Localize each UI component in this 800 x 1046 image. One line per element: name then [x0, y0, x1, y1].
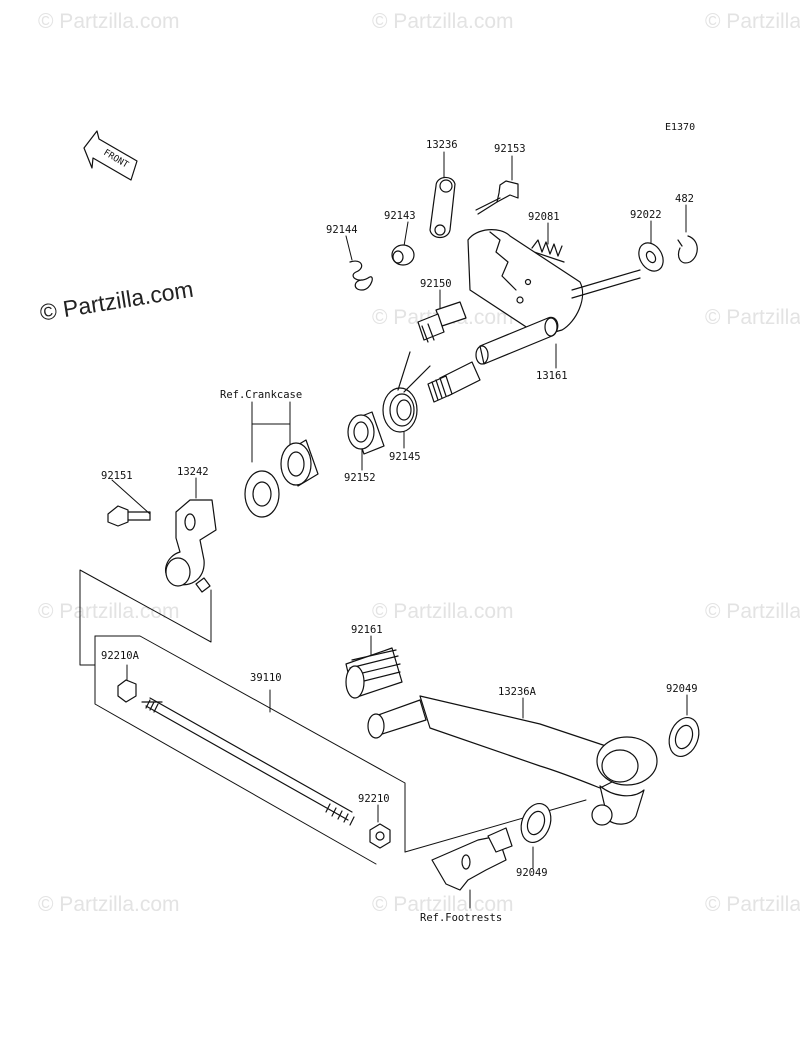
- callout-92152: 92152: [344, 472, 376, 484]
- watermark: © Partzilla.com: [372, 600, 514, 623]
- part-bearing: [280, 439, 319, 487]
- part-482: [677, 235, 698, 264]
- callout-92049-right: 92049: [666, 683, 698, 695]
- callout-13242: 13242: [177, 466, 209, 478]
- callout-92161: 92161: [351, 624, 383, 636]
- ref-footrests: Ref.Footrests: [420, 912, 503, 924]
- callout-92022: 92022: [630, 209, 662, 221]
- callout-92143: 92143: [384, 210, 416, 222]
- callout-92151: 92151: [101, 470, 133, 482]
- part-13161: [427, 229, 641, 403]
- part-39110: [141, 697, 355, 826]
- part-92152: [347, 411, 385, 455]
- callout-92150: 92150: [420, 278, 452, 290]
- part-clevis: [431, 827, 513, 891]
- part-92049-lower: [520, 803, 552, 843]
- callout-92049-lower: 92049: [516, 867, 548, 879]
- leader-lines: [111, 151, 688, 909]
- part-92145: [382, 351, 431, 433]
- callout-482: 482: [675, 193, 694, 205]
- callout-92210A: 92210A: [101, 650, 139, 662]
- part-92151: [107, 505, 151, 527]
- part-92144: [349, 260, 373, 291]
- watermark: © Partzilla.com: [372, 893, 514, 916]
- callout-92145: 92145: [389, 451, 421, 463]
- part-13236A: [367, 695, 658, 826]
- callout-92144: 92144: [326, 224, 358, 236]
- watermark: © Partzilla.com: [705, 10, 800, 33]
- part-92022: [638, 242, 664, 272]
- front-arrow-icon: FRONT: [83, 130, 138, 181]
- watermark: © Partzilla.com: [705, 600, 800, 623]
- part-92210: [369, 823, 391, 849]
- part-92049-right: [668, 717, 700, 757]
- part-92150: [417, 301, 467, 343]
- part-92161: [345, 647, 403, 699]
- callout-92210: 92210: [358, 793, 390, 805]
- part-13236: [429, 176, 456, 239]
- part-seal: [244, 470, 280, 518]
- callout-39110: 39110: [250, 672, 282, 684]
- watermark: © Partzilla.com: [38, 10, 180, 33]
- callout-13161: 13161: [536, 370, 568, 382]
- watermark: © Partzilla.com: [372, 10, 514, 33]
- callout-92153: 92153: [494, 143, 526, 155]
- part-92143: [391, 244, 415, 266]
- watermark: © Partzilla.com: [705, 306, 800, 329]
- callout-92081: 92081: [528, 211, 560, 223]
- callout-13236A: 13236A: [498, 686, 536, 698]
- watermark: © Partzilla.com: [705, 893, 800, 916]
- callout-13236: 13236: [426, 139, 458, 151]
- ref-crankcase: Ref.Crankcase: [220, 389, 303, 401]
- part-13242: [164, 499, 217, 593]
- part-92210A: [117, 679, 137, 703]
- rod-frame: [79, 569, 587, 865]
- watermark: © Partzilla.com: [38, 893, 180, 916]
- part-92153: [475, 180, 519, 215]
- diagram-code: E1370: [665, 122, 696, 133]
